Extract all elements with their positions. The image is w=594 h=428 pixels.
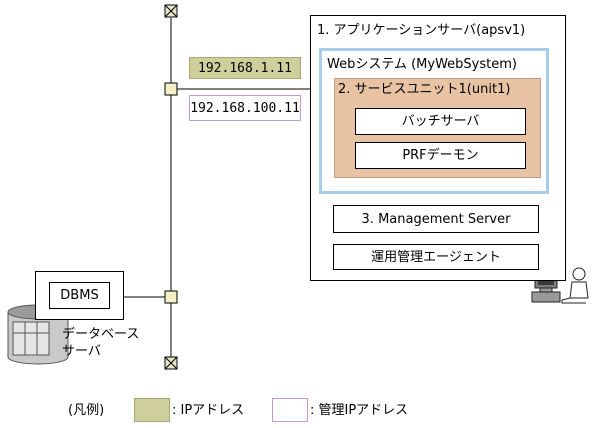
terminator-top-icon — [164, 4, 178, 18]
management-server-label: 3. Management Server — [361, 211, 511, 227]
agent-box: 運用管理エージェント — [333, 244, 539, 270]
prf-daemon-box: PRFデーモン — [355, 142, 526, 169]
batch-server-box: バッチサーバ — [355, 108, 526, 135]
legend-mgmt-ip-label: : 管理IPアドレス — [310, 403, 409, 418]
db-server-label-line1: データベース — [62, 327, 140, 342]
management-server-box: 3. Management Server — [333, 205, 539, 233]
app-server-title: 1. アプリケーションサーバ(apsv1) — [317, 23, 526, 38]
dbms-box: DBMS — [49, 282, 110, 309]
agent-label: 運用管理エージェント — [371, 249, 501, 265]
node-db-server-icon — [164, 290, 178, 304]
db-server-box: DBMS — [35, 271, 124, 320]
ip-address-text: 192.168.1.11 — [198, 60, 292, 76]
mgmt-ip-address-text: 192.168.100.11 — [190, 100, 300, 116]
web-system-box: Webシステム (MyWebSystem) 2. サービスユニット1(unit1… — [319, 48, 549, 194]
prf-daemon-label: PRFデーモン — [402, 148, 479, 163]
db-server-label-line2: サーバ — [62, 344, 101, 359]
legend-title: (凡例) — [68, 403, 105, 418]
terminator-bottom-icon — [164, 356, 178, 370]
service-unit-box: 2. サービスユニット1(unit1) バッチサーバ PRFデーモン — [334, 78, 541, 178]
batch-server-label: バッチサーバ — [401, 114, 480, 129]
dbms-label: DBMS — [60, 288, 99, 303]
service-unit-title: 2. サービスユニット1(unit1) — [338, 82, 511, 97]
web-system-title: Webシステム (MyWebSystem) — [327, 57, 517, 72]
ip-address-box: 192.168.1.11 — [189, 57, 301, 79]
legend-mgmt-ip-swatch — [272, 398, 308, 422]
legend-ip-label: : IPアドレス — [172, 403, 245, 418]
node-app-server-icon — [164, 82, 178, 96]
app-server-box: 1. アプリケーションサーバ(apsv1) Webシステム (MyWebSyst… — [310, 15, 566, 281]
legend-ip-swatch — [134, 398, 170, 422]
mgmt-ip-address-box: 192.168.100.11 — [189, 95, 301, 121]
